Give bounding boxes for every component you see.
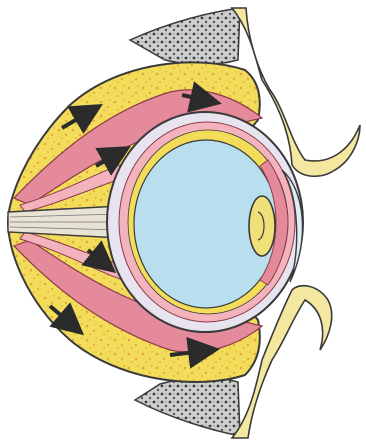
lens (249, 196, 275, 256)
upper-bone (130, 8, 240, 65)
lower-bone (135, 378, 240, 436)
